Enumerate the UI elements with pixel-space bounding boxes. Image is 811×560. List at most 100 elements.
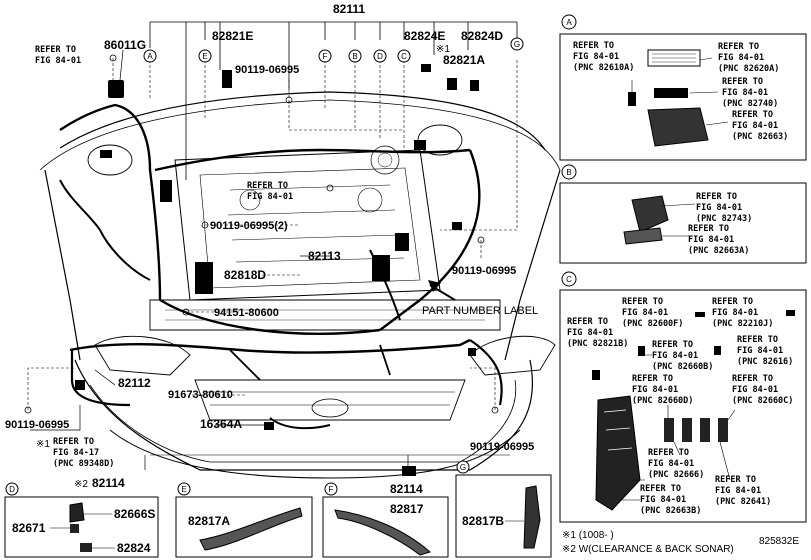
- part-16364a: 16364A: [200, 417, 242, 431]
- svg-text:(PNC 82620A): (PNC 82620A): [718, 64, 779, 74]
- svg-text:REFER TO: REFER TO: [715, 475, 756, 485]
- svg-text:REFER TO: REFER TO: [640, 484, 681, 494]
- ref-top-left-line2: FIG 84-01: [35, 56, 81, 66]
- diagram-id: 825832E: [759, 536, 799, 547]
- callout-d-circle: D: [373, 49, 387, 63]
- svg-text:FIG 84-01: FIG 84-01: [718, 53, 764, 63]
- svg-text:REFER TO: REFER TO: [648, 448, 689, 458]
- svg-text:REFER TO: REFER TO: [622, 297, 663, 307]
- svg-text:G: G: [460, 463, 466, 472]
- panel-b-letter: B: [566, 168, 571, 177]
- svg-text:REFER TO: REFER TO: [567, 317, 608, 327]
- main-labels: 82111 REFER TO FIG 84-01 86011G 82821E 8…: [5, 2, 538, 496]
- svg-text:REFER TO: REFER TO: [688, 224, 729, 234]
- part-86011g: 86011G: [104, 38, 146, 52]
- panel-b: B REFER TO FIG 84-01 (PNC 82743) REFER T…: [559, 164, 807, 264]
- part-91673-80610: 91673-80610: [168, 389, 233, 401]
- main-view: [24, 21, 561, 479]
- svg-text:82817A: 82817A: [188, 514, 230, 528]
- svg-text:B: B: [352, 52, 357, 61]
- svg-text:FIG 84-01: FIG 84-01: [632, 385, 678, 395]
- svg-text:(PNC 82743): (PNC 82743): [696, 214, 752, 224]
- panel-g: G 82817B: [455, 460, 552, 558]
- solid-leaders: [30, 49, 409, 470]
- svg-text:FIG 84-01: FIG 84-01: [640, 495, 686, 505]
- svg-text:FIG 84-01: FIG 84-01: [688, 235, 734, 245]
- svg-text:FIG 84-01: FIG 84-01: [722, 88, 768, 98]
- svg-text:82817: 82817: [390, 502, 424, 516]
- ref-bottom-line2: FIG 84-17: [53, 448, 99, 458]
- panel-e: E 82817A: [175, 482, 313, 558]
- ref-bottom-line3: (PNC 89348D): [53, 459, 114, 469]
- svg-text:FIG 84-01: FIG 84-01: [573, 52, 619, 62]
- note1-mark: ※1: [436, 44, 450, 55]
- bolts: [24, 54, 499, 414]
- panel-d: D 82666S 82671 82824: [4, 482, 159, 558]
- svg-text:REFER TO: REFER TO: [573, 41, 614, 51]
- svg-text:F: F: [323, 52, 328, 61]
- callout-g-circle: G: [510, 37, 524, 51]
- svg-text:(PNC 82663B): (PNC 82663B): [640, 506, 701, 516]
- part-90119-06995-top: 90119-06995: [235, 64, 299, 76]
- part-82821a: 82821A: [443, 53, 485, 67]
- svg-text:REFER TO: REFER TO: [632, 374, 673, 384]
- part-90119-06995-right: 90119-06995: [452, 265, 516, 277]
- svg-text:(PNC 82210J): (PNC 82210J): [712, 319, 773, 329]
- svg-text:FIG 84-01: FIG 84-01: [737, 346, 783, 356]
- svg-text:82666S: 82666S: [114, 507, 155, 521]
- svg-text:REFER TO: REFER TO: [737, 335, 778, 345]
- part-82824e: 82824E: [404, 29, 445, 43]
- svg-text:FIG 84-01: FIG 84-01: [648, 459, 694, 469]
- part-94151-80600: 94151-80600: [214, 307, 279, 319]
- panel-f: F 82817: [322, 482, 449, 558]
- svg-text:(PNC 82660B): (PNC 82660B): [652, 362, 713, 372]
- svg-text:(PNC 82663): (PNC 82663): [732, 132, 788, 142]
- svg-text:FIG 84-01: FIG 84-01: [652, 351, 698, 361]
- svg-text:REFER TO: REFER TO: [718, 42, 759, 52]
- svg-text:A: A: [147, 52, 153, 61]
- part-82818d: 82818D: [224, 268, 266, 282]
- callout-e-circle: E: [198, 49, 212, 63]
- part-90119-06995-left: 90119-06995: [5, 419, 69, 431]
- part-90119-06995-bottom-right: 90119-06995: [470, 441, 534, 453]
- footnote-2: ※2 W(CLEARANCE & BACK SONAR): [562, 544, 734, 555]
- panel-c-letter: C: [566, 275, 572, 284]
- svg-text:FIG 84-01: FIG 84-01: [732, 121, 778, 131]
- part-82112: 82112: [118, 376, 151, 390]
- svg-text:D: D: [377, 52, 383, 61]
- svg-text:(PNC 82616): (PNC 82616): [737, 357, 793, 367]
- note1-mark-left: ※1: [36, 439, 50, 450]
- svg-text:FIG 84-01: FIG 84-01: [696, 203, 742, 213]
- svg-text:C: C: [401, 52, 407, 61]
- svg-text:REFER TO: REFER TO: [732, 374, 773, 384]
- svg-text:(PNC 82610A): (PNC 82610A): [573, 63, 634, 73]
- svg-text:82824: 82824: [117, 541, 151, 555]
- part-82114-left: 82114: [92, 476, 125, 490]
- svg-text:REFER TO: REFER TO: [722, 77, 763, 87]
- leader-lines: [27, 58, 518, 410]
- svg-text:FIG 84-01: FIG 84-01: [622, 308, 668, 318]
- svg-text:FIG 84-01: FIG 84-01: [715, 486, 761, 496]
- panel-a: A REFER TO FIG 84-01 (PNC 82610A) REFER …: [559, 14, 807, 161]
- svg-text:REFER TO: REFER TO: [732, 110, 773, 120]
- svg-text:FIG 84-01: FIG 84-01: [567, 328, 613, 338]
- footnote-1: ※1 (1008- ): [562, 530, 614, 541]
- callout-c-circle: C: [397, 49, 411, 63]
- part-82111: 82111: [333, 2, 365, 16]
- part-number-label: PART NUMBER LABEL: [422, 305, 538, 317]
- svg-text:D: D: [9, 485, 15, 494]
- connectors: [75, 64, 479, 476]
- svg-text:REFER TO: REFER TO: [652, 340, 693, 350]
- part-82824d: 82824D: [461, 29, 503, 43]
- svg-text:82671: 82671: [12, 521, 46, 535]
- ref-center-line2: FIG 84-01: [247, 192, 293, 202]
- part-82113: 82113: [308, 249, 341, 263]
- svg-text:(PNC 82660C): (PNC 82660C): [732, 396, 793, 406]
- ref-top-left-line1: REFER TO: [35, 45, 76, 55]
- svg-text:(PNC 82821B): (PNC 82821B): [567, 339, 628, 349]
- svg-text:82817B: 82817B: [462, 514, 504, 528]
- part-82114-right: 82114: [390, 482, 423, 496]
- svg-text:REFER TO: REFER TO: [712, 297, 753, 307]
- callout-b-circle: B: [348, 49, 362, 63]
